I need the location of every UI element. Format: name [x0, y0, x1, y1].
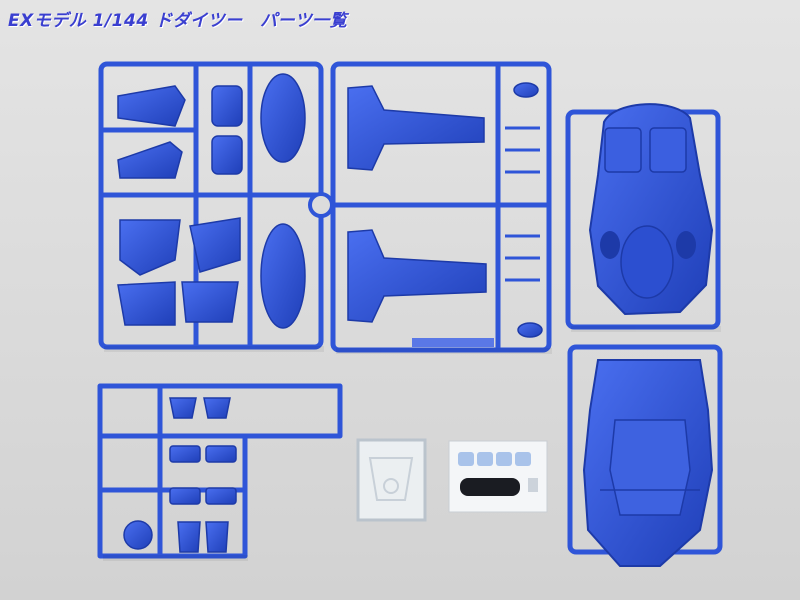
hull-lower	[582, 359, 714, 567]
runner-b	[330, 61, 552, 353]
page-title: EXモデル 1/144 ドダイツー パーツ一覧	[8, 11, 348, 31]
runner-a-parts	[117, 73, 306, 329]
hull-upper	[588, 103, 714, 316]
clear-parts	[356, 438, 427, 522]
runner-b-label-plate	[412, 338, 494, 347]
shadows	[103, 326, 721, 561]
decal-sheet	[448, 440, 548, 513]
runner-b-tabs	[505, 126, 540, 282]
runner-b-parts	[347, 82, 543, 338]
runner-d-parts	[123, 397, 237, 553]
